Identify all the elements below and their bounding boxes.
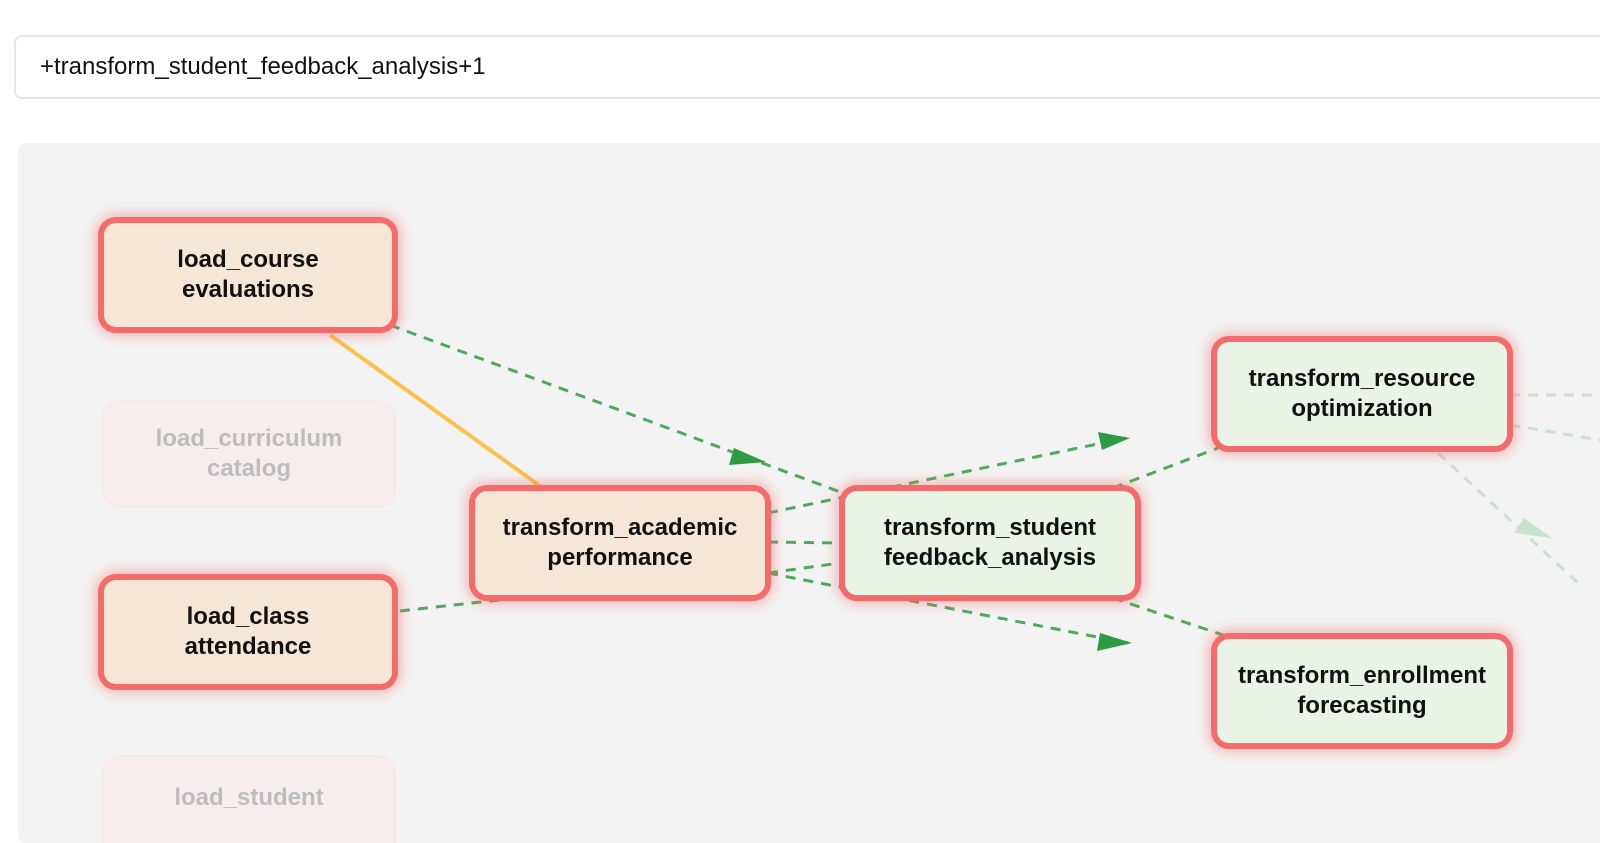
node-label-line: load_student — [174, 784, 324, 811]
node-load-class-attendance[interactable]: load_class attendance — [98, 574, 398, 690]
node-label-line: transform_student — [883, 514, 1096, 541]
edge-feedback-to-resource — [1112, 446, 1219, 490]
node-label-line: transform_academic — [502, 514, 738, 541]
edge-academic-to-feedback-1 — [767, 540, 841, 545]
edge-course-evaluations-to-feedback — [389, 323, 844, 495]
edge-academic-to-feedback-2 — [767, 561, 841, 575]
edge-arrowhead — [1098, 432, 1130, 450]
node-transform-enrollment-forecasting[interactable]: transform_enrollment forecasting — [1211, 633, 1513, 749]
node-transform-resource-optimization[interactable]: transform_resource optimization — [1211, 336, 1513, 452]
edge-feedback-to-enrollment — [1112, 596, 1224, 637]
node-label-line: transform_enrollment — [1237, 662, 1487, 689]
node-transform-student-feedback-analysis[interactable]: transform_student feedback_analysis — [839, 485, 1141, 601]
edge-resource-out-3 — [1436, 451, 1580, 585]
node-load-student[interactable]: load_student — [102, 755, 396, 843]
node-label-line: load_class — [186, 603, 310, 630]
edge-arrowhead — [729, 448, 766, 465]
node-label-line: transform_resource — [1248, 365, 1476, 392]
node-label-line: load_course — [177, 246, 319, 273]
node-label-line: optimization — [1291, 395, 1433, 422]
node-label-line: performance — [547, 544, 693, 571]
node-load-course-evaluations[interactable]: load_course evaluations — [98, 217, 398, 333]
search-input[interactable]: +transform_student_feedback_analysis+1 — [14, 35, 1600, 99]
node-label-line: catalog — [206, 455, 292, 482]
graph-edges — [328, 323, 1600, 651]
node-label-line: load_curriculum — [155, 425, 343, 452]
edge-academic-to-enrollment — [767, 571, 1129, 645]
node-label-line: feedback_analysis — [883, 544, 1097, 571]
edge-arrowhead — [1514, 518, 1552, 538]
node-label-line: attendance — [184, 633, 312, 660]
edge-arrowhead — [1097, 633, 1132, 651]
edge-class-attendance-to-academic — [399, 597, 509, 613]
edge-resource-out-2 — [1509, 423, 1600, 442]
node-label-line: evaluations — [181, 276, 315, 303]
edge-academic-to-resource — [767, 436, 1127, 515]
node-label-line: forecasting — [1297, 692, 1427, 719]
node-transform-academic-performance[interactable]: transform_academic performance — [469, 485, 771, 601]
edge-course-evaluations-to-academic — [328, 333, 542, 488]
